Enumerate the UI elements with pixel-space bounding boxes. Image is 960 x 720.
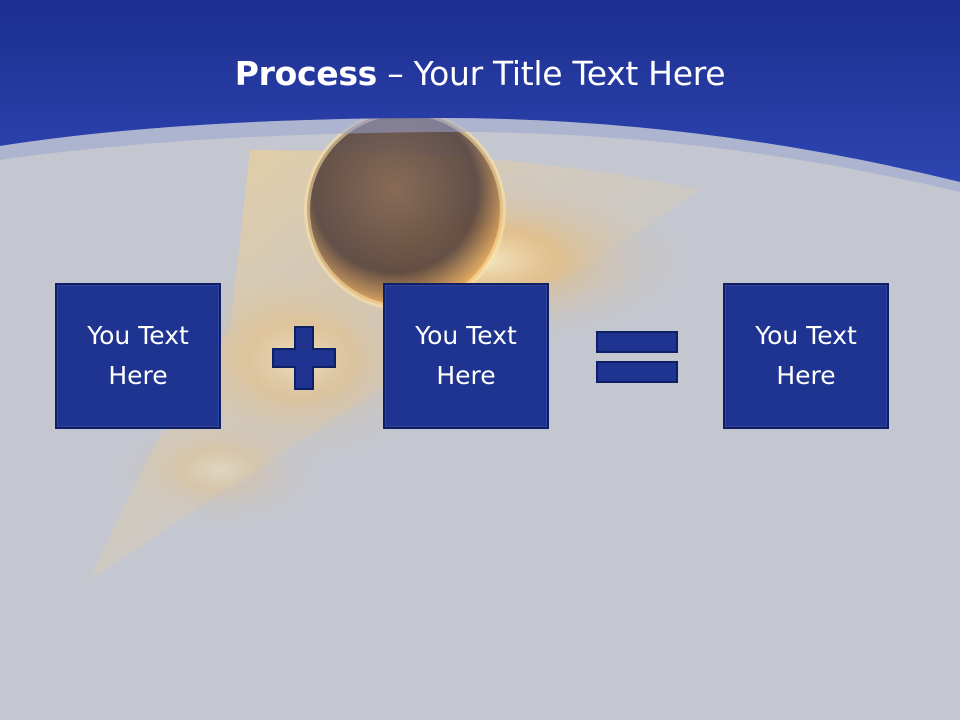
process-box-2[interactable]: You Text Here bbox=[383, 283, 549, 429]
plus-icon bbox=[272, 326, 336, 390]
process-box-3-text: You Text Here bbox=[755, 316, 857, 396]
process-box-2-text: You Text Here bbox=[415, 316, 517, 396]
process-box-3-line2: Here bbox=[776, 361, 836, 390]
process-box-1[interactable]: You Text Here bbox=[55, 283, 221, 429]
process-box-2-line2: Here bbox=[436, 361, 496, 390]
process-box-2-line1: You Text bbox=[415, 321, 517, 350]
process-box-3[interactable]: You Text Here bbox=[723, 283, 889, 429]
process-box-1-line2: Here bbox=[108, 361, 168, 390]
equals-icon bbox=[596, 331, 678, 383]
process-box-1-text: You Text Here bbox=[87, 316, 189, 396]
process-box-3-line1: You Text bbox=[755, 321, 857, 350]
slide-title: Process – Your Title Text Here bbox=[0, 52, 960, 96]
title-bold-part: Process bbox=[234, 54, 378, 93]
title-rest-part: – Your Title Text Here bbox=[377, 54, 726, 93]
process-box-1-line1: You Text bbox=[87, 321, 189, 350]
